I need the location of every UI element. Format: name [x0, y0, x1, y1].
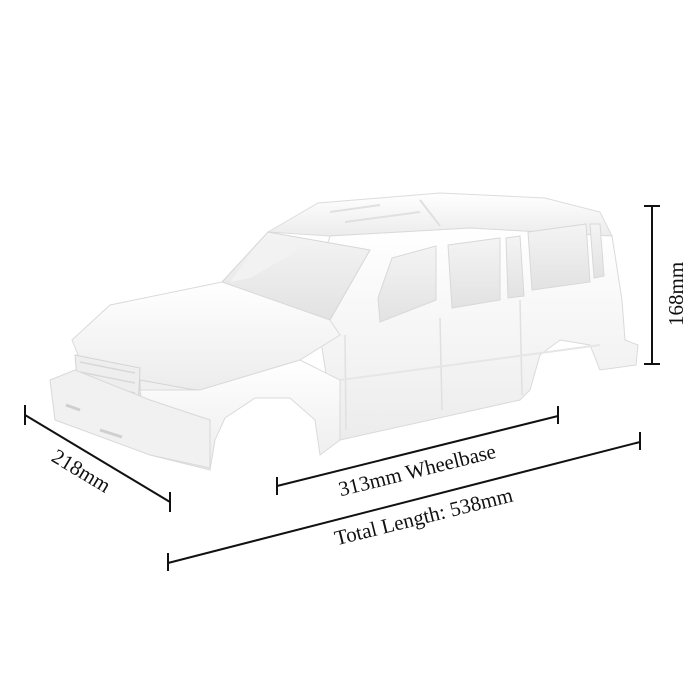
car-body-side	[299, 223, 639, 441]
height-dimension-line	[644, 205, 660, 365]
total-length-dimension-line	[167, 432, 641, 571]
wheelbase-dimension-line	[276, 406, 559, 495]
width-dimension-line	[24, 405, 171, 512]
height-label: 168mm	[664, 261, 688, 326]
car-front	[49, 231, 371, 471]
